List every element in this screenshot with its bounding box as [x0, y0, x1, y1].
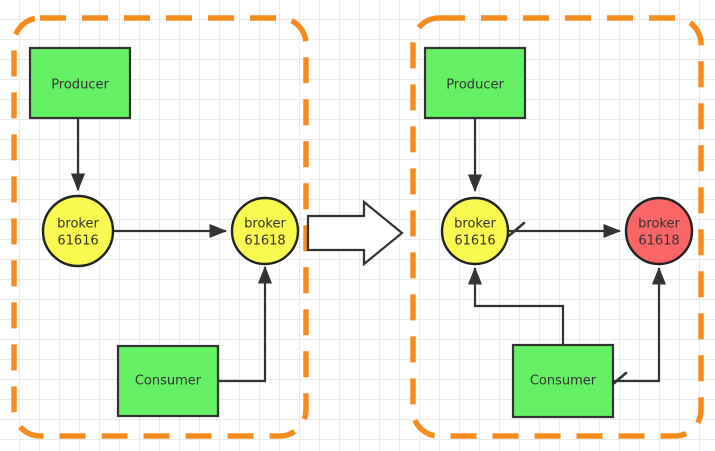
edge-consumer-to-broker61616-after — [467, 266, 565, 345]
broker-61618-node-after[interactable] — [624, 196, 694, 266]
consumer-node-before-label: Consumer — [135, 374, 202, 389]
broker-61616-node-after-label-line2: 61616 — [454, 234, 495, 249]
producer-node-before[interactable] — [28, 46, 132, 120]
edge-consumer-to-broker61618-after — [613, 266, 667, 383]
producer-node-before-label: Producer — [51, 78, 109, 93]
broker-61616-node-before-label-line2: 61616 — [57, 234, 98, 249]
broker-61618-node-before-label-line1: broker — [244, 217, 286, 232]
consumer-node-before[interactable] — [116, 344, 220, 418]
edge-consumer-to-broker61618-before — [218, 265, 273, 383]
nodes-before: Producer broker 61616 broker 61618 Consu… — [28, 46, 300, 418]
edges-before — [70, 118, 273, 383]
broker-61616-node-before[interactable] — [41, 194, 115, 268]
after-state-group — [410, 15, 704, 439]
nodes-after: Producer broker 61616 broker 61618 Consu… — [423, 46, 694, 419]
broker-61616-node-after[interactable] — [440, 196, 510, 266]
broker-61618-node-after-label-line1: broker — [638, 217, 680, 232]
producer-node-after[interactable] — [423, 46, 527, 120]
transition-block-arrow — [306, 199, 404, 267]
broker-61616-node-after-label-line1: broker — [454, 217, 496, 232]
before-state-group — [11, 15, 309, 439]
consumer-node-after[interactable] — [511, 343, 615, 419]
group-frames — [11, 15, 704, 439]
producer-node-after-label: Producer — [446, 78, 504, 93]
broker-61616-node-before-label-line1: broker — [57, 217, 99, 232]
consumer-node-after-label: Consumer — [530, 374, 597, 389]
broker-61618-node-after-label-line2: 61618 — [638, 234, 679, 249]
broker-61618-node-before[interactable] — [230, 196, 300, 266]
broker-61618-node-before-label-line2: 61618 — [244, 234, 285, 249]
